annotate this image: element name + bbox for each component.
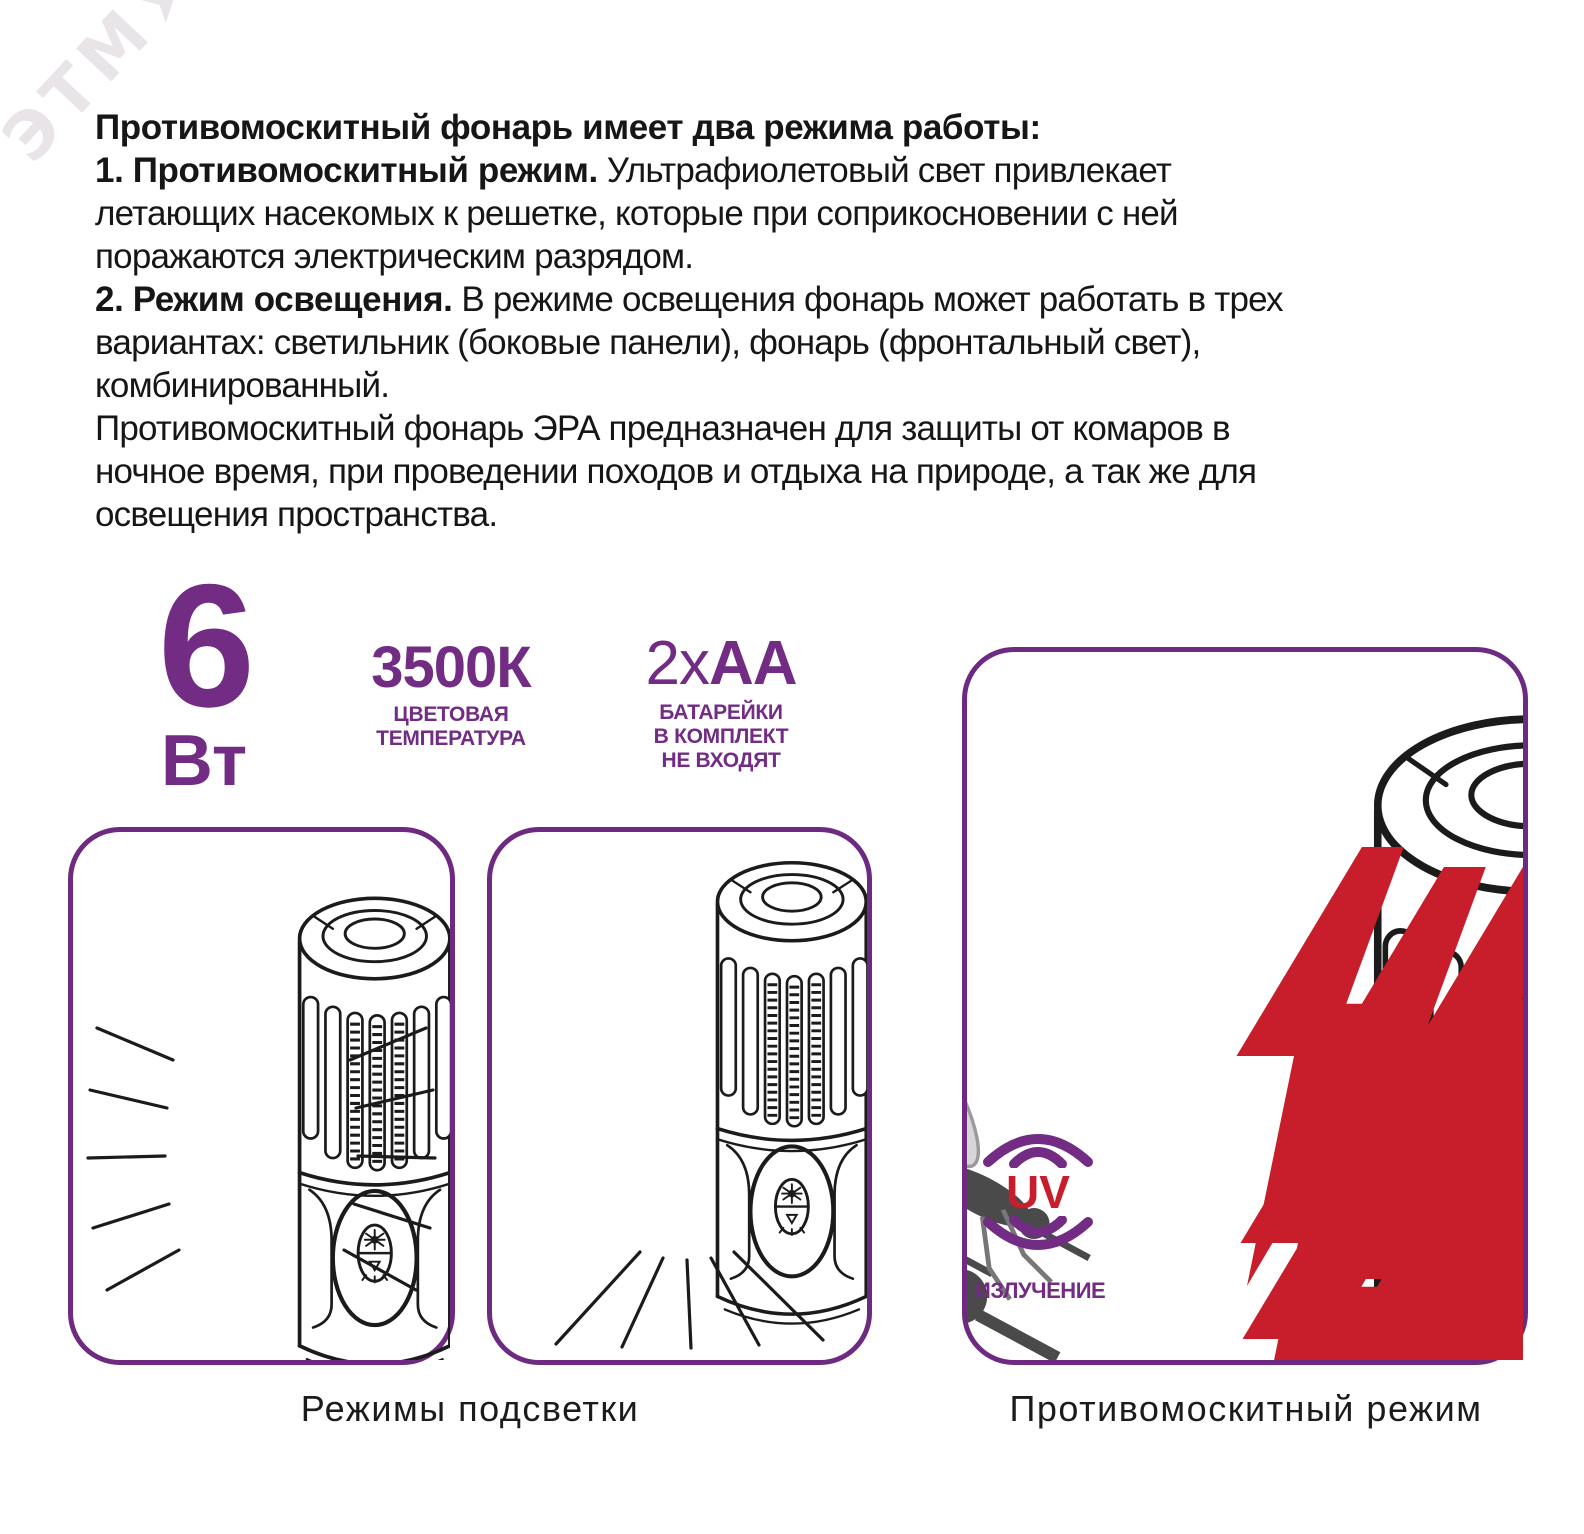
caption-light-modes: Режимы подсветки bbox=[300, 1388, 640, 1429]
intro-line: комбинированный. bbox=[95, 366, 390, 405]
battery-label: БАТАРЕЙКИ В КОМПЛЕКТ НЕ ВХОДЯТ bbox=[653, 701, 789, 772]
uv-radiation-badge: UV ИЗЛУЧЕНИЕ bbox=[975, 1114, 1106, 1304]
etm-arrow-icon: ➤ bbox=[125, 0, 202, 36]
light-rays-front bbox=[554, 1250, 825, 1350]
temperature-value: 3500К bbox=[371, 635, 531, 700]
uv-label: ИЗЛУЧЕНИЕ bbox=[975, 1278, 1106, 1303]
intro-line: ночное время, при проведении походов и о… bbox=[95, 452, 1257, 491]
battery-value: 2хАА bbox=[645, 629, 797, 698]
intro-line: 2. Режим освещения. В режиме освещения ф… bbox=[95, 280, 1284, 319]
spec-battery: 2хАА БАТАРЕЙКИ В КОМПЛЕКТ НЕ ВХОДЯТ bbox=[616, 629, 826, 773]
intro-line: Противомоскитный фонарь имеет два режима… bbox=[95, 108, 1041, 147]
spec-power: 6 Вт bbox=[144, 549, 264, 801]
intro-line: освещения пространства. bbox=[95, 495, 498, 534]
temperature-label: ЦВЕТОВАЯ ТЕМПЕРАТУРА bbox=[376, 703, 526, 750]
panel-side-light-mode bbox=[68, 827, 455, 1365]
intro-line: вариантах: светильник (боковые панели), … bbox=[95, 323, 1201, 362]
uv-waves-bottom-icon bbox=[983, 1216, 1093, 1250]
intro-text: Противомоскитный фонарь имеет два режима… bbox=[95, 106, 1455, 536]
uv-waves-top-icon bbox=[983, 1134, 1093, 1168]
power-unit: Вт bbox=[160, 721, 248, 801]
lantern-side-light-illustration bbox=[86, 832, 450, 1360]
caption-mosquito-mode: Противомоскитный режим bbox=[1009, 1388, 1483, 1429]
lantern-front-light-illustration bbox=[554, 832, 867, 1350]
intro-line: Противомоскитный фонарь ЭРА предназначен… bbox=[95, 409, 1231, 448]
light-rays-side bbox=[86, 1026, 437, 1292]
intro-line: поражаются электрическим разрядом. bbox=[95, 237, 694, 276]
spec-color-temperature: 3500К ЦВЕТОВАЯ ТЕМПЕРАТУРА bbox=[346, 635, 556, 751]
intro-line: летающих насекомых к решетке, которые пр… bbox=[95, 194, 1179, 233]
power-value: 6 bbox=[157, 549, 255, 744]
intro-line: 1. Противомоскитный режим. Ультрафиолето… bbox=[95, 151, 1172, 190]
uv-text: UV bbox=[1006, 1166, 1070, 1218]
panel-front-light-mode bbox=[487, 827, 872, 1365]
panel-mosquito-mode: UV ИЗЛУЧЕНИЕ bbox=[962, 647, 1528, 1365]
